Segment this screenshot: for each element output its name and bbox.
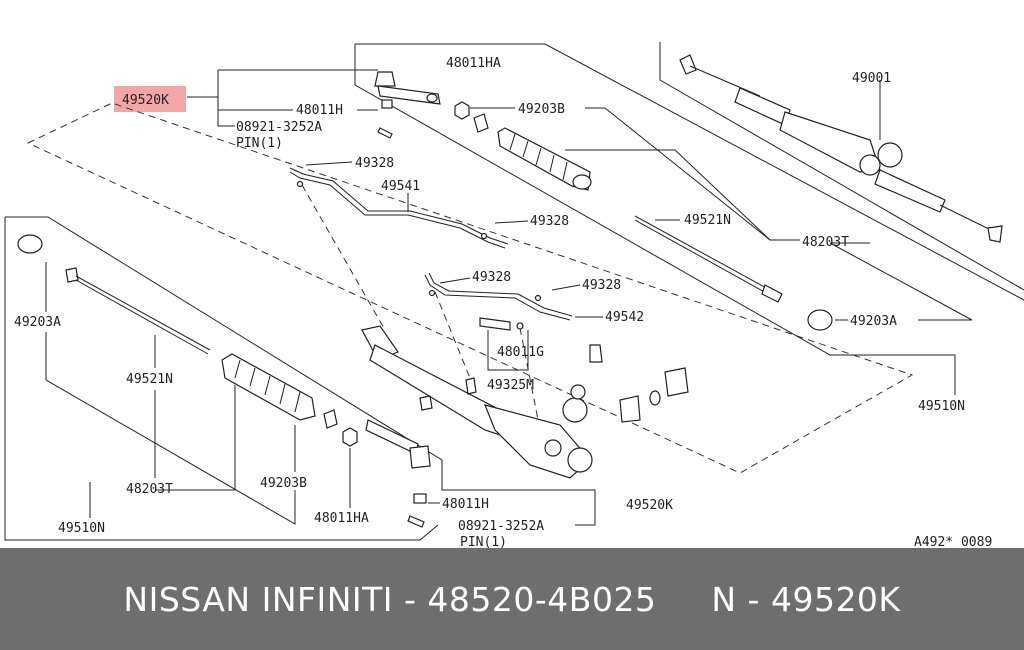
dashed-assembly-outline [26, 102, 914, 474]
label-49520K-highlight[interactable]: 49520K [122, 93, 169, 108]
label-49203B-bottom[interactable]: 49203B [260, 476, 307, 491]
seal-parts-right [589, 344, 689, 423]
label-49203A-left[interactable]: 49203A [14, 315, 61, 330]
label-08921-top[interactable]: 08921-3252A [236, 120, 322, 135]
fittings-48011G [419, 317, 524, 411]
label-49203A-right[interactable]: 49203A [850, 314, 897, 329]
clip-49203A-right [807, 309, 833, 331]
label-49521N-left[interactable]: 49521N [126, 372, 173, 387]
outline-boxes [4, 42, 1024, 541]
label-48011G[interactable]: 48011G [497, 345, 544, 360]
tube-49541 [289, 167, 509, 249]
steering-rack-exploded-diagram: 49520K [4, 42, 1024, 548]
leader-lines-top-bracket [187, 69, 378, 127]
label-pin-bottom[interactable]: PIN(1) [460, 535, 507, 548]
label-08921-bottom[interactable]: 08921-3252A [458, 519, 544, 534]
label-48011HA-bottom[interactable]: 48011HA [314, 511, 369, 526]
inner-tie-rod-right [634, 215, 783, 303]
boot-top [497, 127, 592, 191]
label-pin-top[interactable]: PIN(1) [236, 136, 283, 151]
steering-gear-assembly-49001 [679, 54, 1003, 243]
label-49328-a[interactable]: 49328 [355, 156, 394, 171]
label-49510N-left[interactable]: 49510N [58, 521, 105, 536]
tie-rod-end-bottom [365, 419, 431, 528]
label-49520K-bottom[interactable]: 49520K [626, 498, 673, 513]
tube-49542 [424, 272, 573, 321]
label-48011H-bottom[interactable]: 48011H [442, 497, 489, 512]
label-49328-c[interactable]: 49328 [472, 270, 511, 285]
clip-49203B-top [473, 113, 489, 133]
label-reference-code: A492* 0089 [914, 535, 992, 548]
label-48011H-top[interactable]: 48011H [296, 103, 343, 118]
nut-48011HA-top [454, 101, 470, 120]
label-49203B-top[interactable]: 49203B [518, 102, 565, 117]
label-49541[interactable]: 49541 [381, 179, 420, 194]
highlight-box [114, 86, 186, 112]
rack-housing [361, 325, 593, 479]
inner-tie-rod-left [65, 267, 211, 355]
boot-left [221, 353, 316, 421]
nut-48011HA-bottom [342, 427, 358, 447]
label-49510N-right[interactable]: 49510N [918, 399, 965, 414]
label-49328-b[interactable]: 49328 [530, 214, 569, 229]
clip-49203A-left [17, 234, 43, 254]
footer-banner: NISSAN INFINITI - 48520-4B025 N - 49520K [0, 548, 1024, 650]
label-48011HA-top[interactable]: 48011HA [446, 56, 501, 71]
label-49521N-right[interactable]: 49521N [684, 213, 731, 228]
label-49328-d[interactable]: 49328 [582, 278, 621, 293]
footer-part-numbers: NISSAN INFINITI - 48520-4B025 N - 49520K [123, 579, 901, 619]
dashed-leaders [301, 184, 541, 431]
tie-rod-end-top [374, 71, 441, 139]
label-48203T-right[interactable]: 48203T [802, 235, 849, 250]
leader-lines [45, 84, 973, 525]
label-48203T-left[interactable]: 48203T [126, 482, 173, 497]
label-49325M[interactable]: 49325M [487, 378, 534, 393]
clip-49203B-bottom [323, 409, 338, 429]
label-49542[interactable]: 49542 [605, 310, 644, 325]
label-49001[interactable]: 49001 [852, 71, 891, 86]
